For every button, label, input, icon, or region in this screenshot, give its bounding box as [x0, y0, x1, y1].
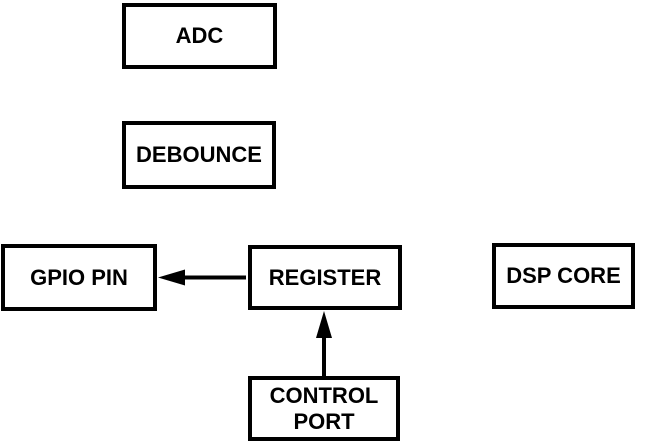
node-dsp-core: DSP CORE [492, 243, 635, 309]
node-adc: ADC [122, 3, 277, 69]
arrowhead-up-icon [316, 311, 332, 338]
node-gpio-pin: GPIO PIN [1, 244, 157, 311]
node-gpio-pin-label: GPIO PIN [30, 264, 128, 290]
node-dsp-core-label: DSP CORE [506, 263, 621, 289]
node-register-label: REGISTER [268, 264, 382, 290]
arrowhead-left-icon [158, 269, 185, 286]
node-control-port: CONTROL PORT [248, 376, 400, 441]
node-register: REGISTER [248, 245, 402, 310]
node-control-port-label: CONTROL PORT [269, 383, 379, 434]
node-adc-label: ADC [175, 23, 224, 49]
arrow-control-port-to-register [316, 311, 332, 378]
arrow-register-to-gpio-pin [158, 269, 246, 286]
node-debounce-label: DEBOUNCE [136, 142, 262, 168]
node-debounce: DEBOUNCE [122, 121, 276, 189]
